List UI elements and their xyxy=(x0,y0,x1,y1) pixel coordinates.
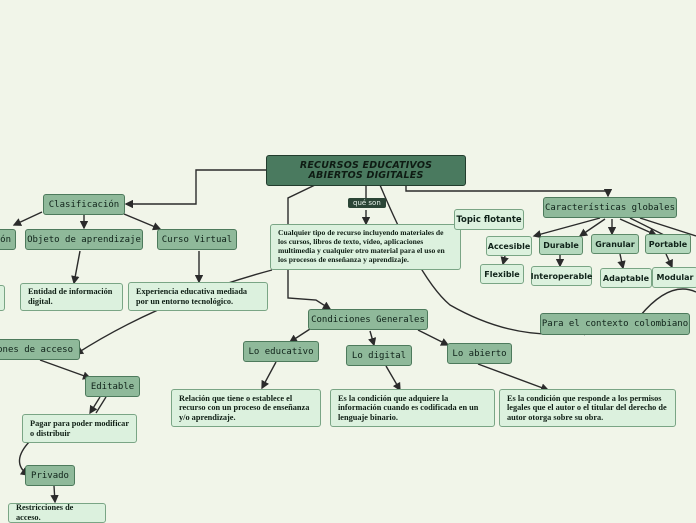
topic-privado[interactable]: Privado xyxy=(25,465,75,486)
desc-lo-abierto-text: Es la condición que responde a los permi… xyxy=(507,393,667,422)
desc-editable-text: Pagar para poder modificar o distribuir xyxy=(30,418,129,438)
definition-note[interactable]: Cualquier tipo de recurso incluyendo mat… xyxy=(270,224,461,270)
topic-lo-educativo-label: Lo educativo xyxy=(248,346,314,357)
topic-lo-abierto-label: Lo abierto xyxy=(452,348,507,359)
topic-editable[interactable]: Editable xyxy=(85,376,140,397)
desc-lo-digital-text: Es la condición que adquiere la informac… xyxy=(338,393,479,422)
topic-curso-virtual[interactable]: Curso Virtual xyxy=(157,229,237,250)
topic-caracteristicas-globales-label: Características globales xyxy=(544,202,676,213)
topic-objeto-aprendizaje[interactable]: Objeto de aprendizaje xyxy=(25,229,143,250)
topic-curso-virtual-label: Curso Virtual xyxy=(161,234,233,245)
desc-editable[interactable]: Pagar para poder modificar o distribuir xyxy=(22,414,137,443)
desc-objeto-aprendizaje-text: Entidad de información digital. xyxy=(28,287,113,306)
definition-text: Cualquier tipo de recurso incluyendo mat… xyxy=(278,228,445,264)
topic-condiciones-acceso[interactable]: ones de acceso xyxy=(0,339,80,360)
item-adaptable-label: Adaptable xyxy=(602,273,650,283)
topic-caracteristicas-globales[interactable]: Características globales xyxy=(543,197,677,218)
desc-lo-digital[interactable]: Es la condición que adquiere la informac… xyxy=(330,389,495,427)
item-granular-label: Granular xyxy=(595,239,635,249)
item-granular[interactable]: Granular xyxy=(591,234,639,254)
desc-curso-virtual[interactable]: Experiencia educativa mediada por un ent… xyxy=(128,282,268,311)
topic-contexto-colombiano[interactable]: Para el contexto colombiano xyxy=(540,313,690,335)
desc-curso-virtual-text: Experiencia educativa mediada por un ent… xyxy=(136,286,248,306)
topic-condiciones-generales[interactable]: Condiciones Generales xyxy=(308,309,428,330)
root-topic-recursos-educativos[interactable]: RECURSOS EDUCATIVOS ABIERTOS DIGITALES xyxy=(266,155,466,186)
topic-lo-digital[interactable]: Lo digital xyxy=(346,345,412,366)
desc-lo-educativo-text: Relación que tiene o establece el recurs… xyxy=(179,393,310,422)
topic-objeto-aprendizaje-label: Objeto de aprendizaje xyxy=(27,234,141,245)
topic-clasificacion-cut[interactable]: ón xyxy=(0,229,16,250)
root-topic-label: RECURSOS EDUCATIVOS ABIERTOS DIGITALES xyxy=(299,159,433,181)
topic-clasificacion-label: Clasificación xyxy=(48,199,120,210)
item-modular[interactable]: Modular xyxy=(652,267,696,288)
relationship-label: qué son xyxy=(348,198,386,208)
desc-privado-text: Restricciones de acceso. xyxy=(16,503,74,522)
floating-topic-label: Topic flotante xyxy=(456,214,522,225)
topic-privado-label: Privado xyxy=(31,470,69,481)
topic-lo-abierto[interactable]: Lo abierto xyxy=(447,343,512,364)
item-adaptable[interactable]: Adaptable xyxy=(600,268,652,288)
topic-condiciones-acceso-label: ones de acceso xyxy=(0,344,73,355)
topic-clasificacion[interactable]: Clasificación xyxy=(43,194,125,215)
topic-condiciones-generales-label: Condiciones Generales xyxy=(311,314,425,325)
item-portable[interactable]: Portable xyxy=(645,234,691,254)
item-flexible[interactable]: Flexible xyxy=(480,264,524,284)
item-flexible-label: Flexible xyxy=(484,269,520,279)
topic-lo-educativo[interactable]: Lo educativo xyxy=(243,341,319,362)
desc-lo-abierto[interactable]: Es la condición que responde a los permi… xyxy=(499,389,676,427)
item-interoperable[interactable]: Interoperable xyxy=(531,266,592,286)
desc-cut-left[interactable] xyxy=(0,285,5,311)
item-interoperable-label: Interoperable xyxy=(530,271,593,281)
item-accesible[interactable]: Accesible xyxy=(486,236,532,256)
topic-lo-digital-label: Lo digital xyxy=(351,350,407,361)
item-modular-label: Modular xyxy=(656,273,694,282)
desc-lo-educativo[interactable]: Relación que tiene o establece el recurs… xyxy=(171,389,321,427)
item-durable-label: Durable xyxy=(543,241,579,250)
topic-editable-label: Editable xyxy=(90,381,135,392)
item-portable-label: Portable xyxy=(648,239,688,249)
item-durable[interactable]: Durable xyxy=(539,236,583,255)
topic-clasificacion-cut-label: ón xyxy=(0,234,11,245)
desc-privado[interactable]: Restricciones de acceso. xyxy=(8,503,106,523)
floating-topic[interactable]: Topic flotante xyxy=(454,209,524,230)
desc-objeto-aprendizaje[interactable]: Entidad de información digital. xyxy=(20,283,123,311)
item-accesible-label: Accesible xyxy=(487,241,531,251)
topic-contexto-colombiano-label: Para el contexto colombiano xyxy=(541,319,689,329)
